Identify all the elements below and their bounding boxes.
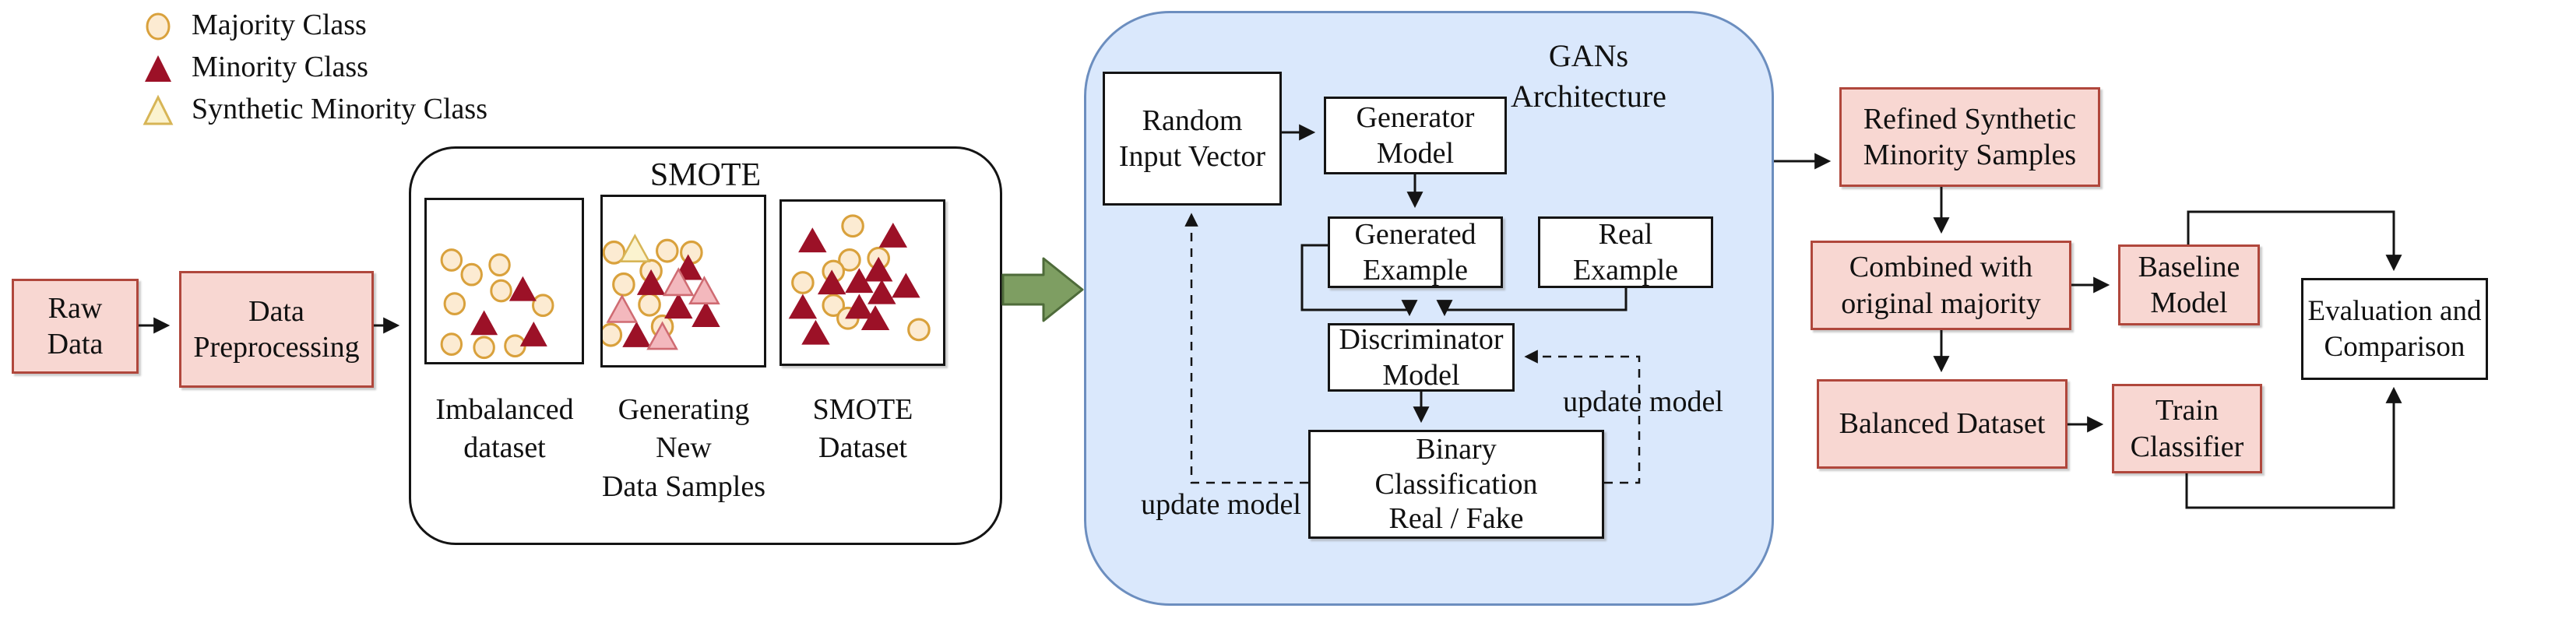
majority-point (490, 279, 512, 303)
minority-point (798, 227, 827, 253)
real-example-box: Real Example (1538, 216, 1713, 288)
synthetic-point (662, 267, 695, 297)
refined-synthetic-box: Refined Synthetic Minority Samples (1839, 87, 2100, 187)
legend-label-minority: Minority Class (192, 51, 368, 83)
minority-point (817, 269, 846, 295)
majority-point (443, 292, 466, 315)
minority-point (509, 276, 537, 301)
minority-point (470, 310, 498, 336)
majority-point (532, 294, 554, 318)
smote-dataset-panel (779, 199, 945, 366)
generated-example-box: Generated Example (1328, 216, 1503, 288)
synthetic-point (606, 294, 639, 323)
minority-point (519, 322, 547, 346)
minority-point (692, 301, 720, 327)
majority-point (655, 238, 679, 263)
balanced-dataset-box: Balanced Dataset (1817, 379, 2067, 469)
generator-model-box: Generator Model (1324, 97, 1507, 174)
generating-samples-panel (600, 195, 766, 368)
synthetic-point (688, 276, 720, 305)
combined-majority-box: Combined with original majority (1811, 241, 2071, 330)
generating-samples-scatter (603, 234, 720, 350)
majority-point (603, 240, 626, 265)
generating-samples-label: Generating New Data Samples (601, 393, 765, 503)
majority-point (638, 292, 661, 317)
synthetic-minority-class-icon (143, 94, 174, 125)
minority-class-icon (145, 55, 171, 82)
minority-point (867, 279, 896, 304)
legend-item-synthetic: Synthetic Minority Class (142, 89, 487, 129)
imbalanced-dataset-label: Imbalanced dataset (435, 393, 574, 465)
train-classifier-box: Train Classifier (2112, 384, 2262, 473)
gans-title: GANs Architecture (1511, 38, 1666, 114)
majority-point (838, 248, 861, 272)
raw-data-line1: Raw (48, 291, 103, 325)
minority-point (788, 294, 818, 319)
imbalanced-dataset-panel (424, 198, 584, 364)
minority-point (860, 305, 890, 330)
majority-point (473, 336, 495, 360)
discriminator-model-box: Discriminator Model (1328, 323, 1515, 392)
majority-point (488, 253, 511, 277)
majority-point (907, 318, 931, 342)
raw-data-box: Raw Data (12, 279, 139, 374)
data-preprocessing-line1: Data (248, 294, 304, 328)
majority-point (822, 294, 846, 317)
majority-point (440, 332, 463, 356)
data-preprocessing-line2: Preprocessing (193, 331, 360, 364)
minority-point (636, 269, 666, 295)
update-model-right-label: update model (1563, 385, 1723, 418)
majority-point (791, 271, 815, 294)
minority-point (622, 321, 651, 347)
legend-label-majority: Majority Class (192, 9, 367, 41)
raw-data-line2: Data (47, 328, 104, 360)
baseline-model-box: Baseline Model (2118, 244, 2260, 325)
majority-point (612, 272, 635, 297)
green-block-arrow (1001, 257, 1084, 322)
legend-item-minority: Minority Class (142, 47, 368, 87)
minority-point (892, 273, 920, 298)
evaluation-comparison-box: Evaluation and Comparison (2301, 278, 2488, 380)
minority-point (845, 294, 874, 319)
minority-point (845, 268, 874, 294)
majority-point (460, 262, 483, 287)
synthetic-point (646, 321, 678, 350)
update-model-left-label: update model (1141, 488, 1301, 521)
majority-point (603, 322, 623, 347)
smote-dataset-scatter (788, 214, 931, 345)
minority-point (864, 256, 893, 282)
legend-label-synthetic: Synthetic Minority Class (192, 93, 487, 125)
minority-point (801, 319, 830, 345)
majority-point (440, 248, 463, 272)
majority-class-icon (146, 12, 171, 40)
random-input-vector-box: Random Input Vector (1103, 72, 1282, 206)
minority-point (664, 293, 693, 319)
legend-item-majority: Majority Class (142, 5, 367, 45)
smote-title: SMOTE (649, 157, 762, 193)
binary-classification-box: Binary Classification Real / Fake (1308, 430, 1604, 539)
synthetic-point (619, 234, 651, 263)
smote-dataset-label: SMOTE Dataset (812, 393, 913, 465)
majority-point (841, 214, 864, 238)
imbalanced-dataset-scatter (440, 248, 554, 360)
minority-point (878, 223, 908, 248)
data-preprocessing-box: Data Preprocessing (179, 271, 374, 388)
